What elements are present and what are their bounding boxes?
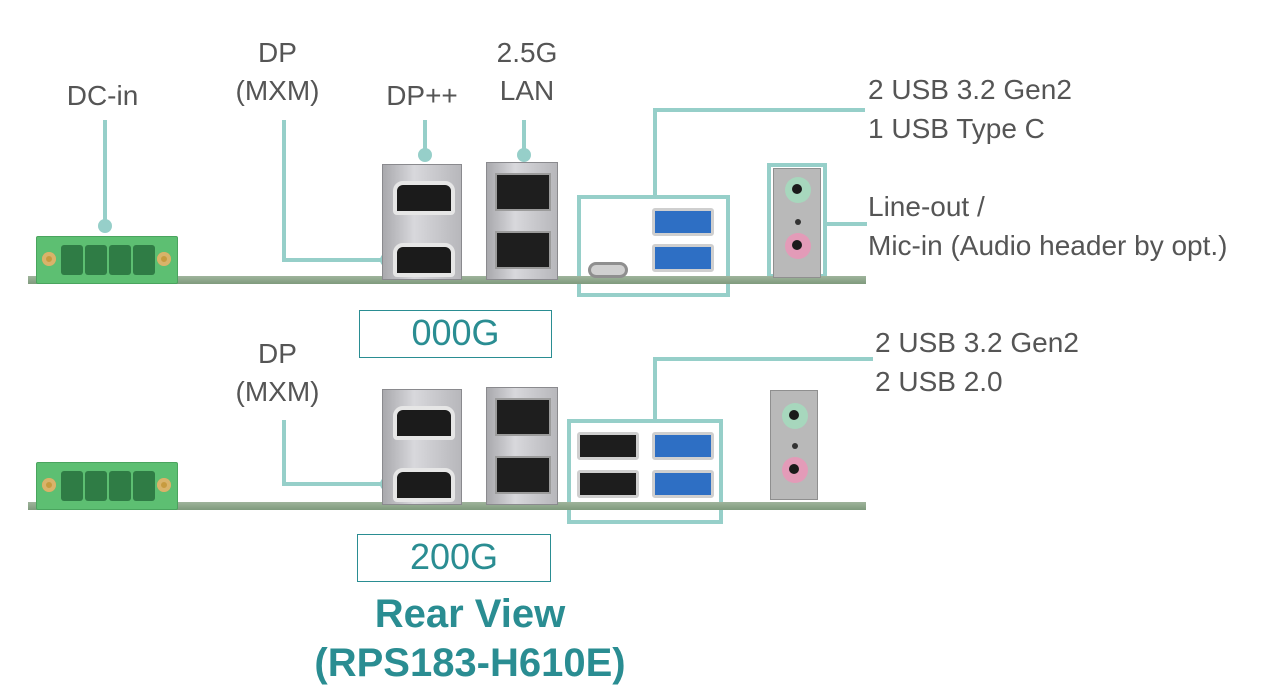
label-lan-line2: LAN <box>499 75 555 106</box>
audio-led <box>795 219 801 225</box>
displayport-stack <box>382 389 462 505</box>
title-line2: (RPS183-H610E) <box>314 641 626 685</box>
label-dp-mxm-line2: (MXM) <box>235 376 320 407</box>
usb-group-frame <box>577 195 730 297</box>
pcb-edge <box>28 502 866 510</box>
callout-dot-lan <box>517 148 531 162</box>
lan-stack <box>486 162 558 280</box>
rj45-port <box>495 231 551 269</box>
label-dc-in: DC-in <box>66 80 139 111</box>
audio-led <box>792 443 798 449</box>
variant-badge-200g: 200G <box>357 534 551 582</box>
label-dp-plus: DP++ <box>386 80 458 111</box>
callout-audio <box>825 222 867 226</box>
callout-usb-vertical <box>653 357 657 421</box>
label-usb-line2: 2 USB 2.0 <box>875 366 1003 397</box>
audio-bracket <box>773 168 821 278</box>
variant-badge-000g: 000G <box>359 310 552 358</box>
callout-usb-horizontal <box>653 357 873 361</box>
label-dp-mxm-line1: DP <box>258 37 297 68</box>
title-line1: Rear View <box>374 592 566 636</box>
rj45-port <box>495 173 551 211</box>
dc-in-terminal <box>36 236 178 284</box>
displayport-stack <box>382 164 462 280</box>
dp-port <box>393 406 455 440</box>
label-audio-line1: Line-out / <box>868 191 985 222</box>
pcb-edge <box>28 276 866 284</box>
label-usb-line1: 2 USB 3.2 Gen2 <box>875 327 1079 358</box>
usb3-port <box>652 208 714 236</box>
lan-stack <box>486 387 558 505</box>
label-dp-mxm-line2: (MXM) <box>235 75 320 106</box>
label-dp-mxm-line1: DP <box>258 338 297 369</box>
mic-in-jack <box>785 233 811 259</box>
audio-bracket <box>770 390 818 500</box>
callout-dp-mxm-horizontal <box>282 482 386 486</box>
label-lan-line1: 2.5G <box>496 37 558 68</box>
dp-mxm-port <box>393 468 455 502</box>
line-out-jack <box>785 177 811 203</box>
usb2-port <box>577 432 639 460</box>
dp-plus-port <box>393 181 455 215</box>
usb-group-frame <box>567 419 723 524</box>
callout-dot-dp-plus <box>418 148 432 162</box>
rj45-port <box>495 398 551 436</box>
callout-dp-mxm-horizontal <box>282 258 386 262</box>
usb3-port <box>652 470 714 498</box>
callout-usb-horizontal <box>653 108 865 112</box>
usb-type-c-port <box>588 262 628 278</box>
mic-in-jack <box>782 457 808 483</box>
label-audio-line2: Mic-in (Audio header by opt.) <box>868 230 1228 261</box>
callout-usb-vertical <box>653 108 657 198</box>
dp-mxm-port <box>393 243 455 277</box>
usb2-port <box>577 470 639 498</box>
rj45-port <box>495 456 551 494</box>
label-usb-line2: 1 USB Type C <box>868 113 1045 144</box>
callout-lan <box>522 120 526 154</box>
callout-dc-in <box>103 120 107 226</box>
dc-in-terminal <box>36 462 178 510</box>
callout-dp-mxm-vertical <box>282 120 286 262</box>
label-usb-line1: 2 USB 3.2 Gen2 <box>868 74 1072 105</box>
callout-dp-plus <box>423 120 427 154</box>
callout-dot-dc-in <box>98 219 112 233</box>
callout-dp-mxm-vertical <box>282 420 286 486</box>
usb3-port <box>652 244 714 272</box>
line-out-jack <box>782 403 808 429</box>
usb3-port <box>652 432 714 460</box>
